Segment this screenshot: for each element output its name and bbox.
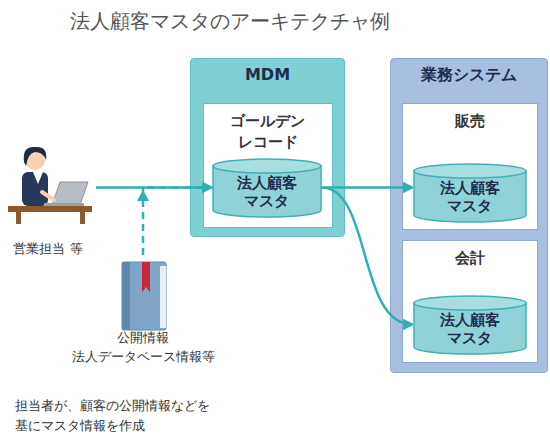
desk-leg (80, 212, 85, 224)
laptop-base (44, 203, 84, 206)
sales-box: 販売法人顧客 マスタ (402, 103, 538, 230)
node-text: 販売 (455, 111, 485, 132)
accounting-box: 会計法人顧客 マスタ (402, 240, 538, 363)
junction-arrowhead (137, 190, 149, 201)
source-node: 公開情報 法人データベース情報等 (63, 255, 223, 372)
person-illustration (8, 147, 92, 224)
book-cover (122, 262, 166, 330)
database-cylinder: 法人顧客 マスタ (212, 158, 322, 218)
person-collar (33, 172, 43, 184)
laptop-screen (52, 182, 88, 205)
desk (8, 206, 92, 212)
diagram-title: 法人顧客マスタのアーキテクチャ例 (0, 8, 460, 35)
node-text: 公開情報 法人データベース情報等 (63, 328, 223, 366)
node-text: 会計 (455, 248, 485, 269)
book-illustration (122, 262, 166, 330)
note-text: 担当者が、顧客の公開情報などを 基にマスタ情報を作成 (15, 396, 255, 436)
mdm-band: MDM ゴールデン レコード法人顧客 マスタ (190, 58, 345, 237)
node-text: 営業担当 等 (0, 239, 96, 258)
cylinder-top (414, 164, 526, 178)
node-text: 法人顧客 マスタ (432, 311, 507, 347)
book-spine (122, 262, 130, 330)
cylinder-top (414, 296, 526, 310)
desk-leg (16, 212, 21, 224)
database-cylinder: 法人顧客 マスタ (413, 295, 527, 355)
node-text: MDM (245, 65, 290, 84)
book-bookmark (142, 262, 150, 292)
cylinder-top (213, 159, 321, 173)
node-text: 法人顧客 マスタ (229, 174, 304, 210)
golden-record-box: ゴールデン レコード法人顧客 マスタ (203, 103, 333, 228)
person-hair (24, 147, 47, 166)
person-arm (42, 192, 54, 200)
node-text: ゴールデン レコード (223, 111, 313, 153)
book-pages (160, 266, 166, 328)
system-band: 業務システム販売法人顧客 マスタ会計法人顧客 マスタ (390, 58, 548, 373)
node-text: 法人顧客 マスタ (432, 179, 507, 215)
actor-node: 営業担当 等 (0, 140, 96, 260)
node-text: 業務システム (421, 65, 517, 86)
person-body (22, 172, 48, 206)
database-cylinder: 法人顧客 マスタ (413, 163, 527, 223)
